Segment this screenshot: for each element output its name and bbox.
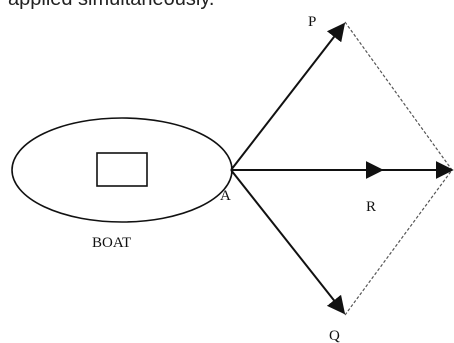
- dashed-line-q-to-r: [344, 169, 453, 316]
- force-arrow-p: [230, 22, 346, 171]
- label-a: A: [220, 188, 231, 204]
- caption-text: applied simultaneously.: [8, 0, 214, 11]
- label-p: P: [308, 14, 316, 30]
- label-q: Q: [329, 328, 340, 343]
- force-arrow-q: [230, 169, 346, 315]
- boat-hull: [11, 117, 233, 223]
- dashed-line-p-to-r: [344, 21, 453, 171]
- label-boat: BOAT: [92, 235, 131, 251]
- label-r: R: [366, 199, 376, 215]
- boat-cabin: [96, 152, 148, 187]
